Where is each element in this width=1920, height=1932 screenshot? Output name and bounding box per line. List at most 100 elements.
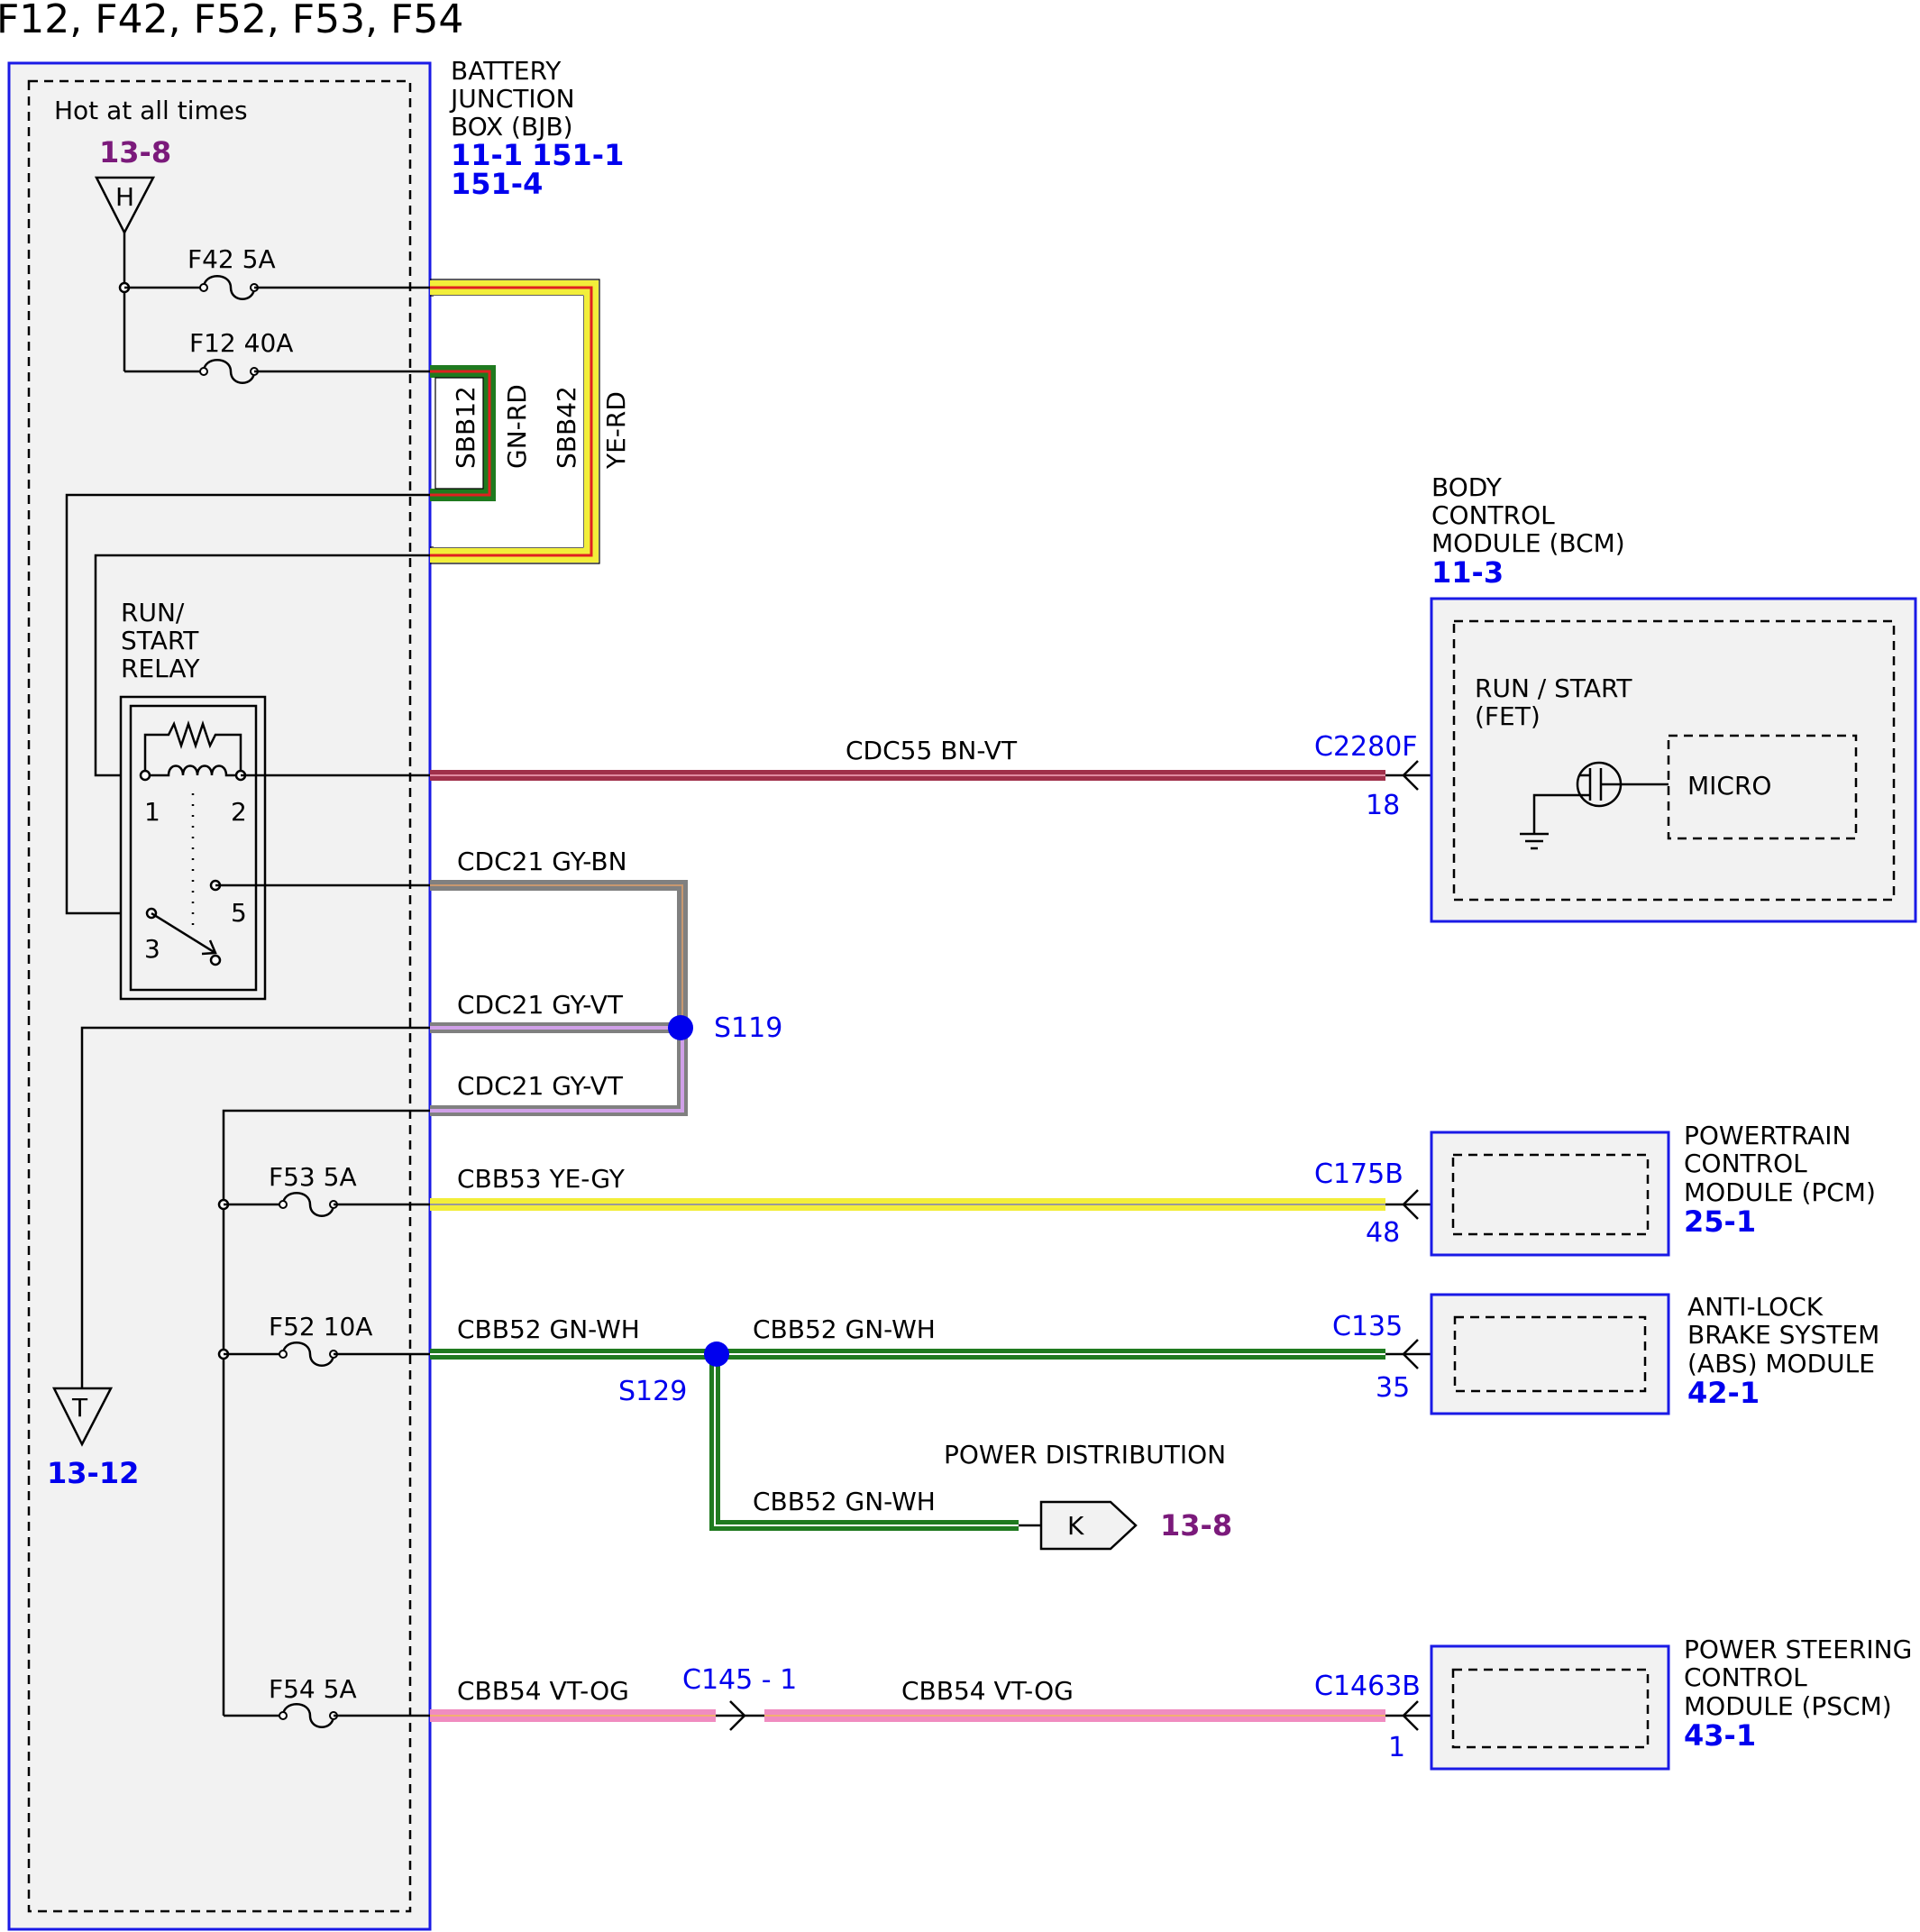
relay-pin3: 3 [144, 934, 160, 964]
pscm-name-line3: MODULE (PSCM) [1684, 1691, 1892, 1721]
wire-cbb52-c-label: CBB52 GN-WH [753, 1487, 936, 1516]
k-connector-ref[interactable]: 13-8 [1160, 1508, 1232, 1543]
wire-cbb52 [430, 1349, 1385, 1531]
fuse-f54-symbol [281, 1703, 335, 1728]
relay-pin1: 1 [144, 797, 160, 827]
bjb-name-line3: BOX (BJB) [451, 112, 573, 142]
sbb12-label: SBB12 [451, 386, 480, 469]
relay-pin2: 2 [231, 797, 247, 827]
pscm-name-line2: CONTROL [1684, 1662, 1807, 1692]
relay-label-line2: START [121, 626, 199, 655]
bcm-name-line2: CONTROL [1431, 500, 1555, 530]
wire-cdc55-label: CDC55 BN-VT [846, 736, 1018, 765]
pscm-name-line1: POWER STEERING [1684, 1634, 1912, 1664]
wire-cdc21-gy-bn [430, 880, 688, 1028]
bjb-ref-151-4[interactable]: 151-4 [451, 167, 543, 201]
sbb42-label: SBB42 [552, 386, 581, 469]
bjb-ref-151-1[interactable]: 151-1 [532, 138, 624, 172]
h-connector-triangle [94, 176, 156, 235]
relay-resistor [143, 720, 242, 775]
wire-cbb52-b-label: CBB52 GN-WH [753, 1314, 936, 1344]
pcm-ref[interactable]: 25-1 [1684, 1204, 1756, 1239]
bcm-fet-line2: (FET) [1475, 701, 1541, 731]
bcm-fet-symbol [1520, 761, 1669, 850]
wire-cbb54-b-label: CBB54 VT-OG [901, 1676, 1074, 1706]
h-connector-ref[interactable]: 13-8 [99, 135, 171, 169]
bjb-inner-dashed [27, 79, 412, 1913]
fuse-f52-label: F52 10A [269, 1312, 372, 1341]
wire-cdc21-gy-vt-1-label: CDC21 GY-VT [457, 990, 624, 1020]
pscm-ref[interactable]: 43-1 [1684, 1718, 1756, 1753]
k-connector [1039, 1500, 1138, 1551]
relay-pin5: 5 [231, 898, 247, 928]
t-connector-label: T [71, 1393, 88, 1423]
connector-c135: C135 [1332, 1311, 1403, 1342]
bcm-inner-dashed [1452, 619, 1896, 902]
sbb12-color-label: GN-RD [502, 384, 532, 469]
pcm-name-line3: MODULE (PCM) [1684, 1177, 1876, 1207]
relay-label-line1: RUN/ [121, 598, 185, 627]
splice-s119-label: S119 [714, 1012, 782, 1044]
abs-box [1430, 1293, 1670, 1415]
fuse-f12-label: F12 40A [189, 328, 293, 358]
splice-s129 [704, 1341, 729, 1367]
abs-inner-dashed [1453, 1315, 1647, 1393]
connector-c175b-pin: 48 [1366, 1217, 1400, 1249]
pcm-name-line2: CONTROL [1684, 1149, 1807, 1178]
abs-name-line2: BRAKE SYSTEM [1687, 1320, 1879, 1350]
bcm-fet-line1: RUN / START [1475, 673, 1632, 703]
fuse-f52-symbol [281, 1341, 335, 1367]
connector-c135-pin: 35 [1376, 1372, 1410, 1404]
wire-cbb52-a-label: CBB52 GN-WH [457, 1314, 640, 1344]
fuse-f42-symbol [202, 275, 256, 300]
t-connector-triangle [51, 1387, 114, 1447]
abs-ref[interactable]: 42-1 [1687, 1376, 1760, 1410]
sbb12-bus-bar [430, 365, 496, 501]
fuse-f53-label: F53 5A [269, 1162, 357, 1192]
abs-name-line3: (ABS) MODULE [1687, 1349, 1875, 1378]
pscm-inner-dashed [1451, 1668, 1650, 1749]
bcm-micro-box [1667, 734, 1858, 840]
t-connector-wire [80, 1026, 430, 1388]
pcm-box [1430, 1131, 1670, 1257]
k-connector-label: K [1067, 1511, 1084, 1541]
bcm-micro-label: MICRO [1687, 771, 1771, 801]
h-connector-label: H [115, 182, 134, 212]
abs-name-line1: ANTI-LOCK [1687, 1292, 1824, 1322]
connector-c175b: C175B [1314, 1158, 1403, 1190]
relay-label-line3: RELAY [121, 654, 200, 683]
hot-at-all-times-label: Hot at all times [54, 96, 248, 125]
bjb-ref-11-1[interactable]: 11-1 [451, 138, 523, 172]
t-connector-ref[interactable]: 13-12 [47, 1456, 139, 1490]
fuse-f54-label: F54 5A [269, 1674, 357, 1704]
relay-coil [145, 765, 241, 777]
connector-c2280f-pin: 18 [1366, 790, 1400, 821]
wire-cbb53-label: CBB53 YE-GY [457, 1164, 626, 1194]
fuse-f12-symbol [202, 359, 256, 384]
lower-fuse-feed [222, 1109, 430, 1716]
bcm-ref[interactable]: 11-3 [1431, 555, 1504, 590]
splice-s129-label: S129 [618, 1376, 687, 1407]
bcm-name-line1: BODY [1431, 472, 1503, 502]
wire-cdc21-gy-vt-2-label: CDC21 GY-VT [457, 1071, 624, 1101]
wire-cdc21-gy-vt-2 [430, 1028, 688, 1116]
connector-c145-symbol [716, 1700, 764, 1731]
pscm-box [1430, 1644, 1670, 1771]
bcm-box [1430, 597, 1917, 923]
page-title: F12, F42, F52, F53, F54 [0, 0, 463, 42]
bcm-name-line3: MODULE (BCM) [1431, 528, 1625, 558]
pcm-inner-dashed [1451, 1153, 1650, 1236]
sbb42-color-label: YE-RD [601, 391, 631, 470]
sbb12-return-wire [65, 493, 430, 915]
connector-c1463b-pin: 1 [1388, 1732, 1405, 1763]
connector-c2280f: C2280F [1314, 731, 1418, 763]
bjb-name-line1: BATTERY [451, 56, 562, 86]
wire-cbb54-a-label: CBB54 VT-OG [457, 1676, 629, 1706]
relay-switch-arm [151, 911, 216, 955]
connector-c145: C145 - 1 [682, 1664, 797, 1696]
pcm-name-line1: POWERTRAIN [1684, 1121, 1851, 1150]
connector-c1463b: C1463B [1314, 1671, 1421, 1702]
relay-inner-box [129, 704, 258, 992]
wire-cdc21-gy-bn-label: CDC21 GY-BN [457, 847, 627, 876]
